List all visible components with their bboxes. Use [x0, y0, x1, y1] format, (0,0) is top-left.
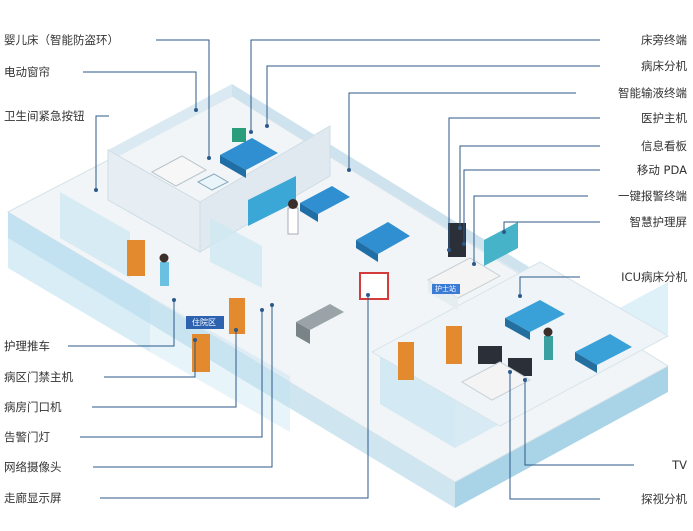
label-bed-extension: 病床分机: [641, 59, 687, 73]
wall-screen: [248, 176, 296, 226]
door-3: [229, 298, 245, 334]
label-mobile-pda: 移动 PDA: [636, 163, 687, 177]
waiting-chairs: [296, 304, 344, 344]
partition-wall-2: [199, 125, 331, 253]
tv-screens: [478, 346, 532, 376]
label-tv: TV: [672, 458, 687, 472]
icu-bed-2: [575, 334, 632, 373]
label-alarm-door-light: 告警门灯: [4, 430, 50, 444]
label-corridor-display: 走廊显示屏: [4, 491, 62, 505]
nurse-figure-left: [159, 253, 169, 286]
label-nursing-cart: 护理推车: [4, 339, 50, 353]
label-smart-infusion-terminal: 智能输液终端: [618, 86, 687, 100]
glass-wall-front-mid: [150, 296, 290, 432]
door-5: [446, 326, 462, 364]
label-info-board: 信息看板: [641, 139, 687, 153]
leader-lines: [68, 39, 634, 500]
bathroom-wall-2: [210, 218, 262, 288]
door-4: [398, 342, 414, 380]
corridor-display: [359, 272, 389, 300]
label-nurse-host: 医护主机: [641, 111, 687, 125]
door-2: [192, 334, 210, 372]
smart-nursing-screen: [484, 222, 518, 266]
bathroom-wall: [60, 192, 130, 278]
label-bathroom-emergency-button: 卫生间紧急按钮: [4, 109, 85, 123]
bathtub: [150, 155, 208, 187]
ward-bed-1: [220, 128, 278, 178]
label-icu-bed-extension: ICU病床分机: [621, 270, 687, 284]
label-visitation-extension: 探视分机: [641, 492, 687, 506]
icu-floor: [370, 261, 670, 427]
floor-slab-side: [455, 366, 668, 508]
icu-bed-1: [505, 300, 565, 340]
nurse-station-sign-text: 护士站: [435, 285, 456, 293]
ward-bed-2: [300, 186, 350, 222]
ward-bed-3: [356, 222, 410, 262]
label-one-key-alarm: 一键报警终端: [618, 189, 687, 203]
label-network-camera: 网络摄像头: [4, 460, 62, 474]
info-board: [448, 223, 466, 257]
ward-sign: [186, 316, 224, 329]
ward-sign-text: 住院区: [192, 318, 216, 327]
baby-crib: [196, 173, 230, 191]
nurse-figure-icu: [543, 327, 553, 360]
leader-dots: [94, 108, 527, 382]
label-smart-nursing-screen: 智慧护理屏: [629, 215, 688, 229]
glass-wall-front-left: [8, 212, 150, 352]
door-1: [127, 240, 145, 276]
doctor-figure: [287, 199, 299, 235]
label-access-control-host: 病区门禁主机: [4, 370, 73, 384]
back-wall-left: [108, 84, 232, 162]
label-ward-door-unit: 病房门口机: [4, 400, 62, 414]
visitation-desk: [460, 361, 532, 401]
label-electric-curtain: 电动窗帘: [4, 65, 50, 79]
label-baby-crib: 婴儿床（智能防盗环）: [4, 33, 119, 47]
label-bedside-terminal: 床旁终端: [641, 33, 687, 47]
nurse-sign: [432, 284, 460, 294]
